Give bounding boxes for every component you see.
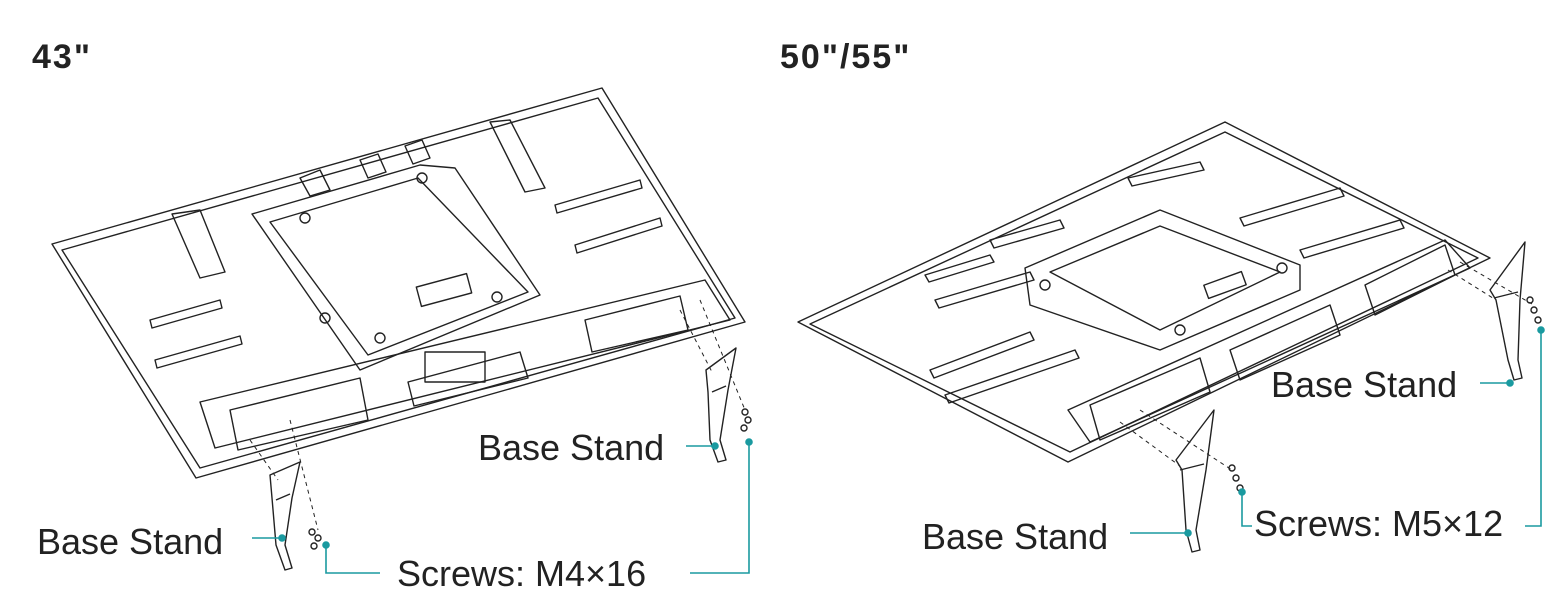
base-stand-label-50-55-right: Base Stand [1271, 364, 1458, 405]
base-stand-label-50-55-left: Base Stand [922, 516, 1109, 557]
tv-43-stand-right [705, 347, 737, 463]
tv-50-55-stand-right [1489, 241, 1526, 381]
base-stand-label-43-left: Base Stand [37, 521, 224, 562]
screws-label-43: Screws: M4×16 [397, 553, 647, 594]
tv-43-back-panel [51, 87, 746, 479]
leader-lines [252, 326, 1545, 574]
base-stand-label-43-right: Base Stand [478, 427, 665, 468]
screws-label-50-55: Screws: M5×12 [1254, 503, 1504, 544]
heading-50-55: 50"/55" [780, 38, 912, 76]
tv-43-screws [308, 408, 752, 550]
heading-43: 43" [32, 38, 92, 76]
tv-50-55-stand-left [1175, 409, 1215, 553]
tv-50-55-back-panel [797, 121, 1491, 463]
tv-43-stand-left [269, 461, 301, 571]
